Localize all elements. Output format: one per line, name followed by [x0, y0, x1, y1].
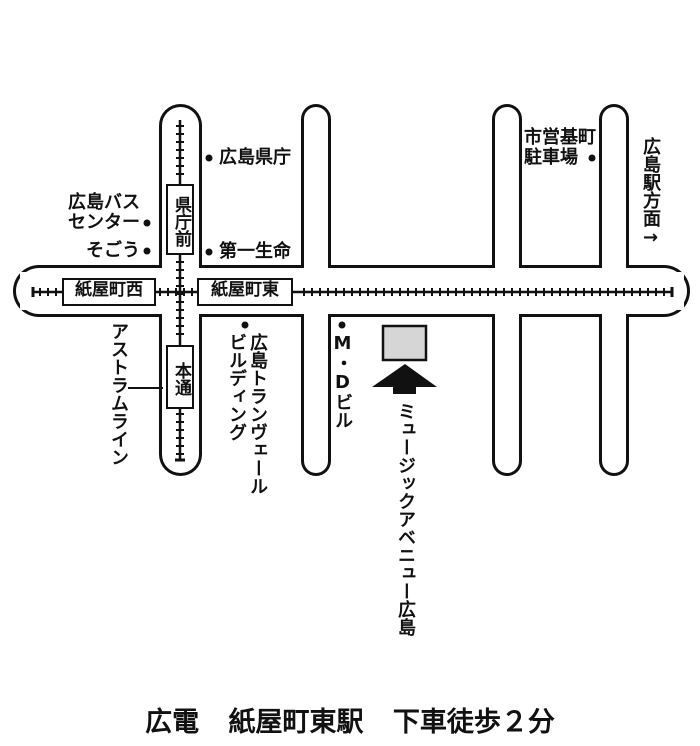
label-venue: ミュージックアベニュー広島: [395, 402, 416, 636]
label-transvale: 広島トランヴェール: [247, 333, 268, 495]
label-sogo: そごう: [86, 240, 140, 261]
landmark-dot-prefectural-office: [205, 154, 213, 162]
label-shiei-parking-2: 駐車場: [524, 147, 578, 168]
landmark-dot-bus-center: [143, 219, 151, 227]
label-mid-building: M・Dビル: [332, 333, 353, 429]
footer-walk: 下車徒歩２分: [392, 707, 555, 738]
label-bus-center-2: センター: [68, 212, 140, 233]
label-shiei-parking-1: 市営基町: [524, 127, 596, 148]
landmark-dot-sogo: [143, 247, 151, 255]
landmark-dot-shiei-parking: [588, 154, 596, 162]
stop-hondori: 本通: [166, 345, 194, 409]
stop-kencho-mae: 県庁前: [166, 184, 194, 255]
footer-line: 広電: [145, 707, 200, 738]
label-station-direction: 広島駅方面→: [640, 137, 661, 248]
landmark-dot-mid-building: [338, 321, 346, 329]
stop-kamiyacho-higashi: 紙屋町東: [197, 278, 293, 306]
label-transvale-building: ビルディング: [226, 333, 247, 441]
venue-building: [381, 324, 428, 362]
label-prefectural-office: 広島県庁: [219, 147, 291, 168]
access-footer: 広電 紙屋町東駅 下車徒歩２分: [0, 700, 700, 739]
landmark-dot-daiichi-seimei: [205, 248, 213, 256]
landmark-dot-transvale: [241, 321, 249, 329]
label-bus-center-1: 広島バス: [68, 192, 140, 213]
stop-kamiyacho-nishi: 紙屋町西: [62, 278, 156, 306]
label-astram-line: アストラムライン: [108, 322, 129, 466]
footer-station: 紙屋町東駅: [228, 707, 364, 738]
label-daiichi-seimei: 第一生命: [219, 241, 291, 262]
venue-arrow-icon: [372, 364, 437, 394]
